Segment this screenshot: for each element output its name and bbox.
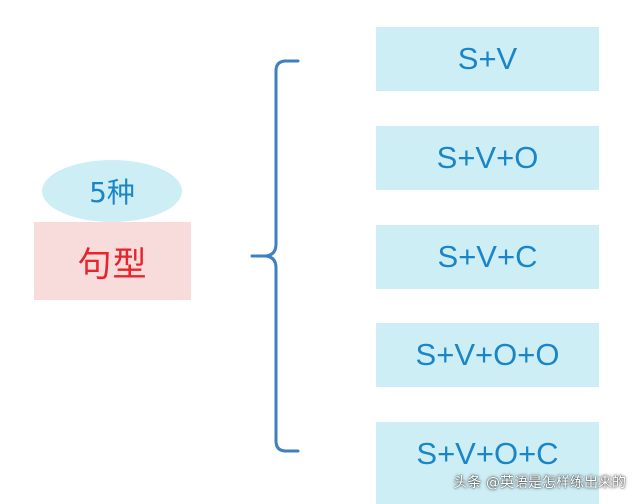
pattern-label: S+V+O+O [415,337,560,372]
count-ellipse: 5种 [42,160,182,222]
pattern-box-sv: S+V [376,27,599,91]
sentence-type-box: 句型 [34,222,191,300]
curly-brace [250,59,300,453]
pattern-box-svoo: S+V+O+O [376,323,599,387]
pattern-label: S+V+O [436,140,539,175]
pattern-label: S+V+O+C [416,436,559,471]
pattern-box-svo: S+V+O [376,126,599,190]
count-label: 5种 [89,176,135,209]
pattern-label: S+V [457,41,518,76]
pattern-box-svoc: S+V+O+C [376,422,599,504]
pattern-label: S+V+C [437,239,538,274]
watermark: 头条 @英语是怎样练出来的 [453,475,626,491]
sentence-type-label: 句型 [77,244,148,285]
pattern-box-svc: S+V+C [376,225,599,289]
brace-path [250,59,300,453]
